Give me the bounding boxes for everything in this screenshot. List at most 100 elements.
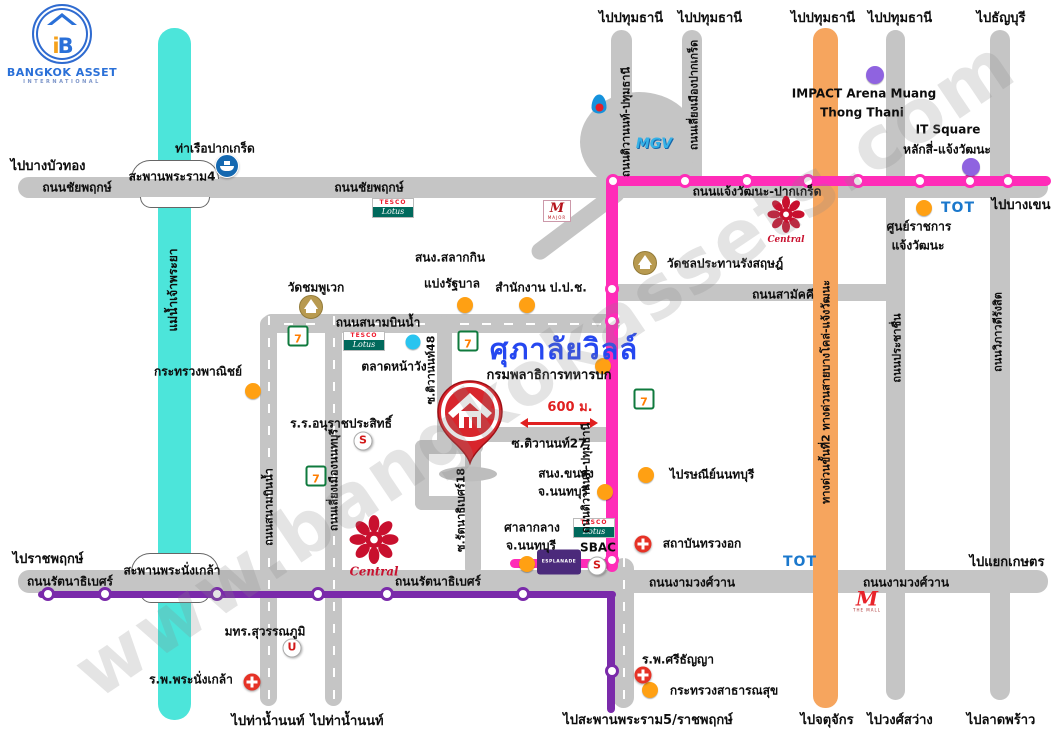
pink-line-station bbox=[606, 174, 620, 188]
purple-line-station bbox=[516, 587, 530, 601]
road-label-samakkhi: ถนนสามัคคี bbox=[752, 287, 814, 302]
university-icon-rmut: U bbox=[282, 638, 302, 658]
dest-bang-khen: ไปบางเขน bbox=[991, 198, 1051, 214]
temple-icon-chomphuwek bbox=[299, 295, 323, 319]
poi-army-quartermaster: กรมพลาธิการทหารบก bbox=[486, 368, 612, 384]
dest-rama5-bridge: ไปสะพานพระราม5/ราชพฤกษ์ bbox=[563, 713, 733, 729]
poi-dot-it-square bbox=[962, 158, 980, 176]
seven-eleven-icon: 7 bbox=[633, 388, 655, 410]
pin-shadow bbox=[439, 466, 497, 482]
pink-line-station bbox=[605, 282, 619, 296]
road-liang-mueang-nonthaburi bbox=[325, 316, 342, 706]
mgv-logo: MGV bbox=[635, 136, 673, 152]
poi-chest-institute: สถาบันทรวงอก bbox=[662, 536, 742, 551]
road-label-rattanathibet-mid: ถนนรัตนาธิเบศร์ bbox=[395, 574, 481, 589]
poi-anurat-school: ร.ร.อนุราชประสิทธิ์ bbox=[290, 416, 392, 431]
bangkok-asset-emblem-icon: iB bbox=[32, 4, 92, 64]
road-label-tiwanon-north: ถนนติวานนท์-ปทุมธานี bbox=[619, 67, 633, 177]
pink-line-station bbox=[740, 174, 754, 188]
poi-dot-govt-center bbox=[916, 200, 932, 216]
distance-600m: 600 ม. bbox=[547, 400, 593, 416]
road-label-ngamwongwan-left: ถนนงามวงศ์วาน bbox=[648, 575, 736, 590]
pink-line-station bbox=[913, 174, 927, 188]
road-prachachuen bbox=[886, 30, 905, 700]
road-sanambinnam-vertical bbox=[260, 316, 277, 706]
school-icon-sbac: S bbox=[587, 556, 607, 576]
road-vibhavadi-rangsit bbox=[990, 30, 1010, 700]
road-label-soi-tiwanon27: ซ.ติวานนท์27 bbox=[511, 436, 587, 451]
poi-wat-chomphuwek: วัดชมพูเวก bbox=[287, 280, 345, 295]
ptt-gas-station-icon bbox=[591, 94, 607, 114]
dest-pathumthani-2: ไปปทุมธานี bbox=[677, 11, 743, 27]
mrt-pink-line-chaengwattana bbox=[606, 176, 1051, 186]
poi-rmut-suvarnabhumi: มทร.สุวรรณภูมิ bbox=[224, 624, 306, 639]
dest-ratchaphruek: ไปราชพฤกษ์ bbox=[12, 552, 84, 568]
poi-nacc-office: สำนักงาน ป.ป.ช. bbox=[495, 280, 587, 295]
bangkok-asset-logo: iB BANGKOK ASSET INTERNATIONAL bbox=[6, 4, 118, 85]
dest-pathumthani-3: ไปปทุมธานี bbox=[790, 11, 856, 27]
road-label-chaengwattana: ถนนแจ้งวัฒนะ-ปากเกร็ด bbox=[692, 184, 822, 199]
dest-bang-bua-thong: ไปบางบัวทอง bbox=[10, 159, 86, 175]
dest-tha-nam-non-2: ไปท่าน้ำนนท์ bbox=[310, 714, 384, 730]
dest-chatuchak: ไปจตุจักร bbox=[800, 713, 854, 729]
poi-city-hall-line1: ศาลากลาง bbox=[504, 520, 560, 535]
poi-lottery-line2: แบ่งรัฐบาล bbox=[424, 276, 480, 291]
poi-health-ministry: กระทรวงสาธารณสุข bbox=[669, 683, 779, 698]
poi-impact-line1: IMPACT Arena Muang bbox=[791, 86, 937, 101]
road-label-liang-pakkret: ถนนเลี่ยงเมืองปากเกร็ด bbox=[687, 39, 701, 151]
dest-wong-sawang: ไปวงศ์สว่าง bbox=[867, 713, 933, 729]
dest-thanyaburi: ไปธัญบุรี bbox=[976, 11, 1026, 27]
purple-line-station bbox=[311, 587, 325, 601]
pink-line-station bbox=[851, 174, 865, 188]
poi-commerce-ministry: กระทรวงพาณิชย์ bbox=[153, 364, 243, 379]
poi-it-square: IT Square bbox=[915, 122, 981, 137]
seven-eleven-icon: 7 bbox=[305, 465, 327, 487]
pink-line-station bbox=[678, 174, 692, 188]
dest-kaset-junction: ไปแยกเกษตร bbox=[969, 555, 1045, 571]
poi-dot-post bbox=[638, 467, 654, 483]
road-label-soi-tiwanon48: ซ.ติวานนท์48 bbox=[424, 335, 438, 405]
company-name: BANGKOK ASSET bbox=[6, 66, 118, 79]
road-label-soi-rattanathibet18: ซ.รัตนาธิเบศร์18 bbox=[454, 467, 468, 553]
poi-dot-transport bbox=[597, 484, 613, 500]
central-wordmark: Central bbox=[350, 565, 399, 579]
poi-dot-health bbox=[642, 682, 658, 698]
road-label-ngamwongwan-right: ถนนงามวงศ์วาน bbox=[862, 575, 950, 590]
seven-eleven-icon: 7 bbox=[287, 325, 309, 347]
road-label-vibhavadi: ถนนวิภาวดีรังสิต bbox=[991, 292, 1005, 372]
emblem-b: B bbox=[57, 34, 74, 58]
temple-icon-chonprathan bbox=[633, 251, 657, 275]
poi-dot-lottery bbox=[457, 297, 473, 313]
seven-eleven-icon: 7 bbox=[457, 330, 479, 352]
road-label-liang-nonthaburi: ถนนเลี่ยงเมืองนนทบุรี bbox=[327, 428, 341, 532]
road-tiwanon-south bbox=[613, 558, 634, 708]
poi-govt-center-line1: ศูนย์ราชการ bbox=[886, 219, 952, 234]
pink-line-station bbox=[605, 553, 619, 567]
road-label-chaiyaphruek-left: ถนนชัยพฤกษ์ bbox=[42, 180, 112, 195]
hospital-icon-srithanya bbox=[634, 666, 652, 684]
road-soi-tiwanon27 bbox=[476, 427, 618, 442]
emblem-i: i bbox=[52, 34, 59, 58]
poi-srithanya-hospital: ร.พ.ศรีธัญญา bbox=[641, 652, 715, 667]
purple-line-station bbox=[98, 587, 112, 601]
poi-city-hall-line2: จ.นนทบุรี bbox=[506, 538, 556, 553]
road-pin-connector-bottom bbox=[415, 496, 479, 510]
poi-nonthaburi-post: ไปรษณีย์นนทบุรี bbox=[669, 467, 755, 482]
poi-govt-center-line2: แจ้งวัฒนะ bbox=[891, 238, 945, 253]
road-label-chaiyaphruek-right: ถนนชัยพฤกษ์ bbox=[334, 180, 404, 195]
river-label: แม่น้ำเจ้าพระยา bbox=[166, 248, 180, 332]
distance-arrow bbox=[520, 418, 598, 428]
chao-phraya-river bbox=[158, 28, 191, 720]
poi-transport-line2: จ.นนทบุรี bbox=[538, 484, 588, 499]
hospital-icon-chest-institute bbox=[634, 535, 652, 553]
hospital-icon-phra-nangklao bbox=[243, 673, 261, 691]
purple-line-station bbox=[605, 664, 619, 678]
pink-line-station bbox=[963, 174, 977, 188]
poi-dot-army bbox=[595, 358, 611, 374]
road-label-sanambinnam: ถนนสนามบินน้ำ bbox=[335, 315, 421, 330]
